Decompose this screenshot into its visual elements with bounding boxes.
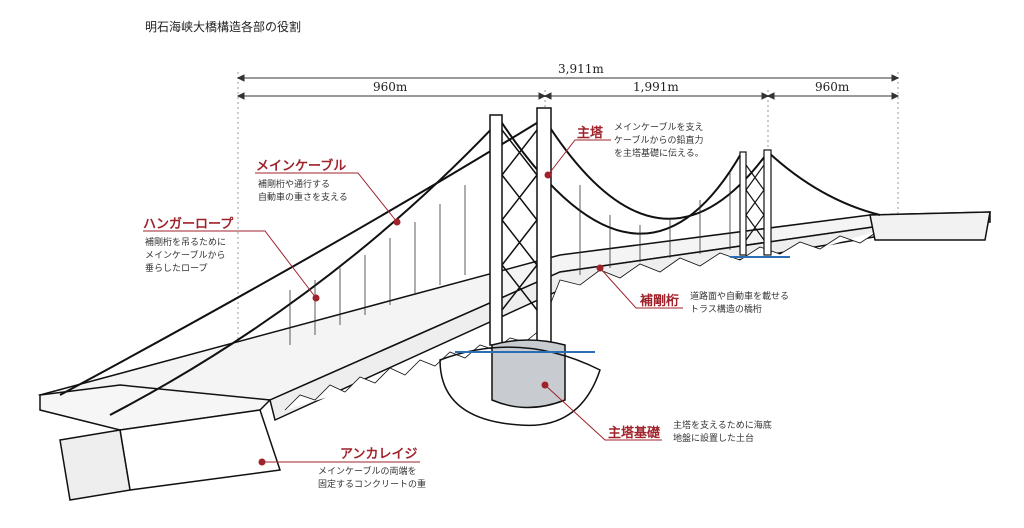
center-span: 1,991m: [630, 80, 682, 94]
desc-main-tower: メインケーブルを支え ケーブルからの鉛直力 を主塔基礎に伝える。: [614, 123, 704, 159]
label-tower-foundation: 主塔基礎: [608, 426, 661, 441]
desc-tower-foundation: 主塔を支えるために海底 地盤に設置した土台: [673, 421, 772, 444]
label-main-cable: メインケーブル: [256, 159, 347, 174]
anchorage-shape: [39, 211, 991, 501]
label-main-tower: 主塔: [577, 126, 604, 141]
total-length: 3,911m: [555, 62, 607, 76]
desc-stiffening-girder: 道路面や自動車を載せる トラス構造の橋桁: [690, 292, 790, 315]
label-stiffening-girder: 補剛桁: [640, 294, 680, 309]
label-hanger-rope: ハンガーロープ: [143, 217, 234, 232]
far-tower-shape: [730, 149, 790, 258]
leader-lines: [143, 139, 683, 466]
dimension-lines: [236, 74, 900, 100]
hanger-ropes: [289, 172, 731, 345]
side-span-right: 960m: [812, 80, 853, 94]
desc-hanger-rope: 補剛桁を吊るために メインケーブルから 垂らしたロープ: [145, 238, 227, 274]
diagram-title: 明石海峡大橋構造各部の役割: [145, 20, 302, 34]
desc-main-cable: 補剛桁や通行する 自動車の重さを支える: [258, 180, 348, 203]
main-tower-shape: [439, 107, 601, 427]
label-anchorage: アンカレイジ: [340, 447, 418, 462]
side-span-left: 960m: [370, 80, 411, 94]
desc-anchorage: メインケーブルの両端を 固定するコンクリートの重: [318, 467, 427, 490]
